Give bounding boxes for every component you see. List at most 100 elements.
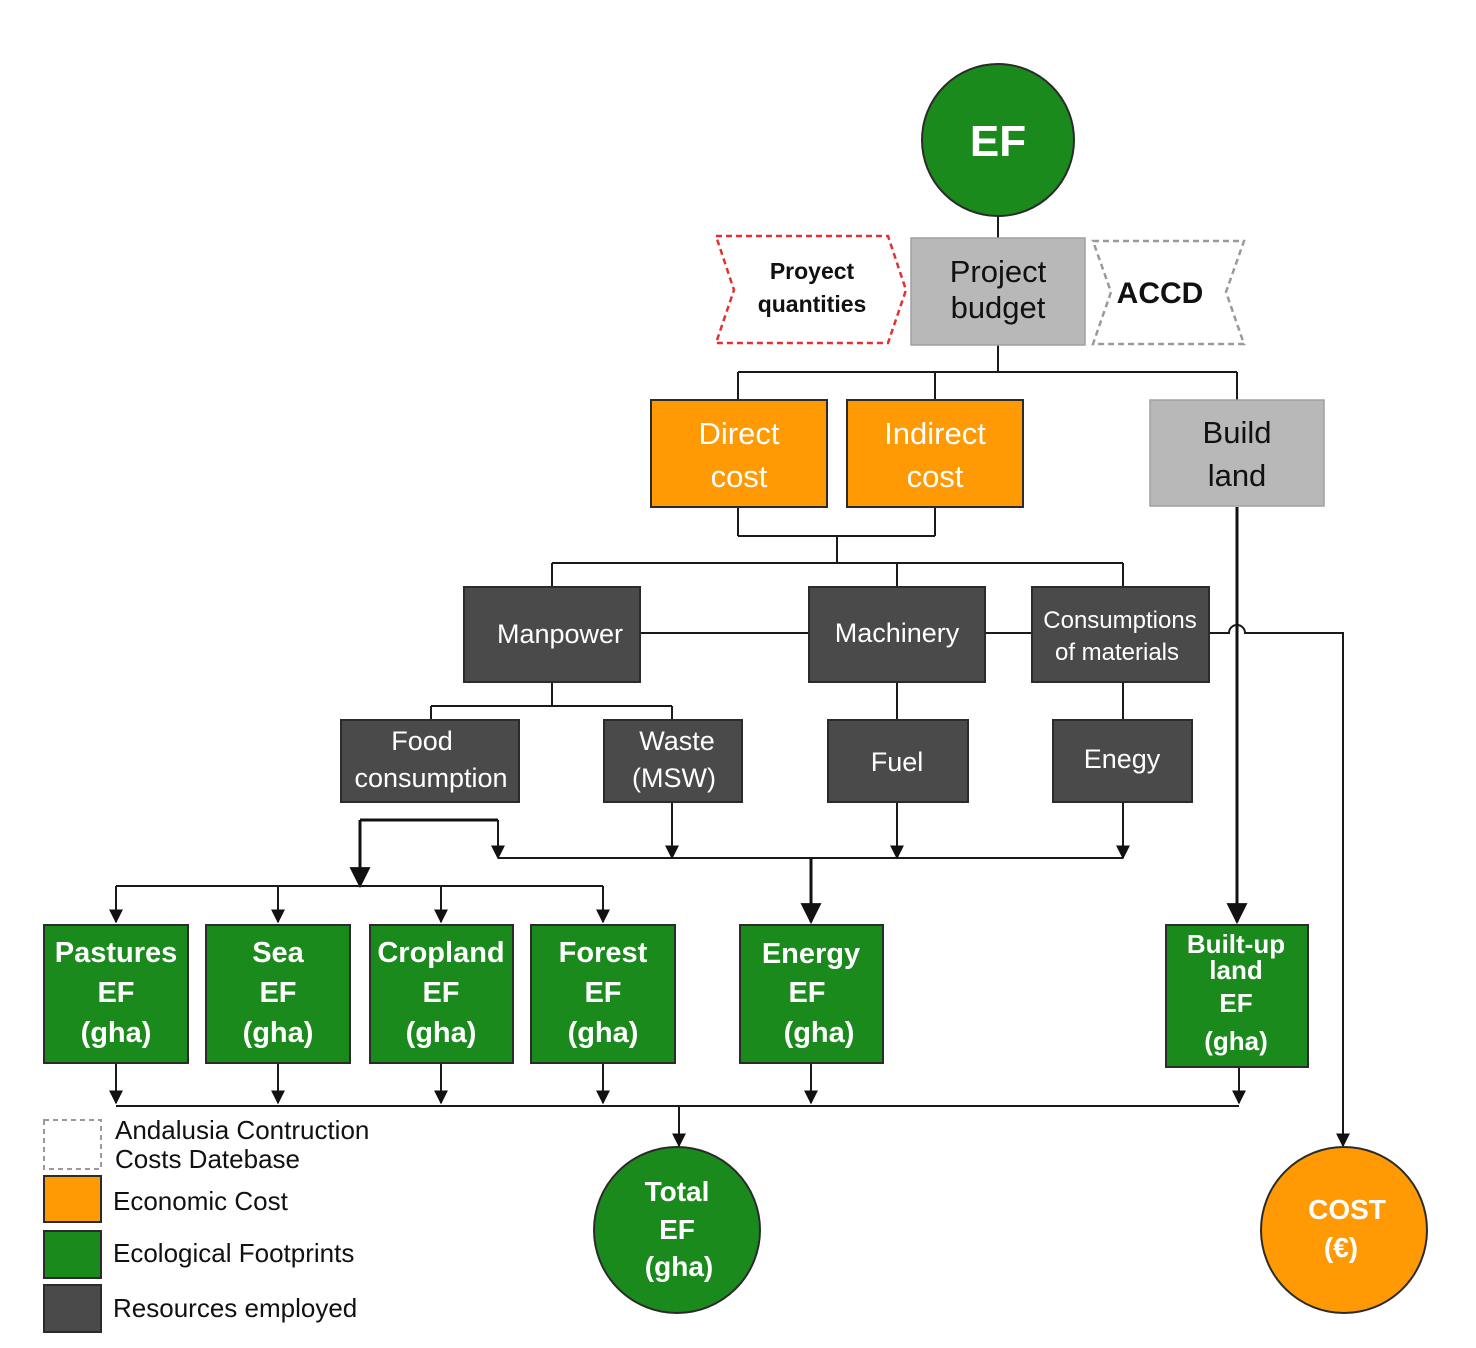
ef-circle-shape [921, 63, 1075, 217]
fuel-shape [827, 719, 969, 803]
builtup-land-ef-line3: EF [1219, 988, 1252, 1018]
waste-box: Waste (MSW) [603, 719, 743, 803]
project-budget-shape [910, 237, 1086, 346]
indirect-cost-shape [846, 399, 1024, 508]
cropland-ef-line1: Cropland [377, 937, 504, 969]
energy-ef-line1: Energy [762, 938, 860, 970]
energy-ef-shape [739, 924, 884, 1064]
forest-ef-box: Forest EF (gha) [530, 924, 676, 1064]
legend-economic-label: Economic Cost [113, 1186, 289, 1216]
accd-label: ACCD [1117, 277, 1204, 310]
cropland-ef-box: Cropland EF (gha) [369, 924, 514, 1064]
accd-border [1091, 239, 1246, 346]
cropland-ef-shape [369, 924, 514, 1064]
waste-line1: Waste [639, 726, 715, 756]
manpower-shape [463, 586, 641, 683]
legend-ecological-label: Ecological Footprints [113, 1238, 354, 1268]
total-ef-line3: (gha) [645, 1251, 713, 1282]
legend-accd-swatch [43, 1119, 102, 1170]
cost-circle: COST (€) [1260, 1146, 1428, 1314]
energy-ef-box: Energy EF (gha) [739, 924, 884, 1064]
direct-cost-line1: Direct [699, 416, 780, 451]
enegy-label: Enegy [1084, 744, 1161, 774]
sea-ef-line1: Sea [252, 937, 304, 969]
forest-ef-line2: EF [584, 977, 621, 1009]
cost-line1: COST [1308, 1194, 1386, 1225]
indirect-cost-line2: cost [907, 459, 964, 494]
sea-ef-line3: (gha) [243, 1017, 314, 1049]
food-consumption-box: Food consumption [340, 719, 520, 803]
food-consumption-shape [340, 719, 520, 803]
legend-accd-line1: Andalusia Contruction [115, 1115, 369, 1145]
build-land-box: Build land [1149, 399, 1325, 507]
proyect-quantities-shape: Proyect quantities [714, 234, 908, 345]
build-land-shape [1149, 399, 1325, 507]
direct-cost-line2: cost [711, 459, 768, 494]
accd-shape: ACCD [1091, 239, 1246, 346]
proyect-quantities-line2: quantities [758, 291, 867, 317]
pastures-ef-line3: (gha) [81, 1017, 152, 1049]
cropland-ef-line2: EF [422, 977, 459, 1009]
legend-accd-line2: Costs Datebase [115, 1144, 300, 1174]
fuel-box: Fuel [827, 719, 969, 803]
builtup-land-ef-shape [1165, 924, 1309, 1068]
machinery-box: Machinery [808, 586, 986, 683]
total-ef-line2: EF [659, 1214, 695, 1245]
sea-ef-shape [205, 924, 351, 1064]
sea-ef-box: Sea EF (gha) [205, 924, 351, 1064]
energy-ef-line3: (gha) [784, 1017, 855, 1049]
proyect-quantities-border [714, 234, 908, 345]
enegy-box: Enegy [1052, 719, 1193, 803]
direct-cost-box: Direct cost [650, 399, 828, 508]
manpower-box: Manpower [463, 586, 641, 683]
connectors [109, 215, 1350, 1148]
consumptions-shape [1031, 586, 1210, 683]
builtup-land-ef-line2: land [1209, 955, 1262, 985]
machinery-label: Machinery [835, 618, 960, 648]
legend: Andalusia Contruction Costs Datebase Eco… [43, 1115, 369, 1333]
manpower-label: Manpower [497, 619, 623, 649]
food-consumption-line2: consumption [354, 763, 507, 793]
waste-line2: (MSW) [632, 763, 716, 793]
forest-ef-line3: (gha) [568, 1017, 639, 1049]
legend-economic-swatch [43, 1175, 102, 1223]
pastures-ef-line1: Pastures [55, 937, 178, 969]
cost-line2: (€) [1324, 1232, 1358, 1263]
ef-circle-label: EF [970, 117, 1026, 166]
machinery-shape [808, 586, 986, 683]
indirect-cost-box: Indirect cost [846, 399, 1024, 508]
total-ef-shape [593, 1146, 761, 1314]
energy-ef-line2: EF [788, 977, 825, 1009]
total-ef-line1: Total [645, 1176, 710, 1207]
project-budget-box: Project budget [910, 237, 1086, 346]
builtup-land-ef-line4: (gha) [1204, 1026, 1268, 1056]
total-ef-circle: Total EF (gha) [593, 1146, 761, 1314]
build-land-line2: land [1208, 458, 1267, 493]
cost-shape [1260, 1146, 1428, 1314]
legend-resources-label: Resources employed [113, 1293, 357, 1323]
fuel-label: Fuel [871, 747, 924, 777]
consumptions-line1: Consumptions [1043, 607, 1196, 634]
direct-cost-shape [650, 399, 828, 508]
project-budget-line2: budget [951, 290, 1046, 325]
project-budget-line1: Project [950, 254, 1047, 289]
legend-resources-swatch [43, 1284, 102, 1333]
enegy-shape [1052, 719, 1193, 803]
pastures-ef-line2: EF [97, 977, 134, 1009]
cropland-ef-line3: (gha) [406, 1017, 477, 1049]
builtup-land-ef-line1: Built-up [1187, 929, 1285, 959]
indirect-cost-line1: Indirect [884, 416, 986, 451]
forest-ef-shape [530, 924, 676, 1064]
pastures-ef-shape [43, 924, 189, 1064]
sea-ef-line2: EF [259, 977, 296, 1009]
consumptions-box: Consumptions of materials [1031, 586, 1210, 683]
consumptions-line2: of materials [1055, 639, 1179, 666]
build-land-line1: Build [1203, 415, 1272, 450]
food-consumption-line1: Food [391, 726, 453, 756]
ef-circle: EF [921, 63, 1075, 217]
waste-shape [603, 719, 743, 803]
builtup-land-ef-box: Built-up land EF (gha) [1165, 924, 1309, 1068]
pastures-ef-box: Pastures EF (gha) [43, 924, 189, 1064]
forest-ef-line1: Forest [559, 937, 648, 969]
